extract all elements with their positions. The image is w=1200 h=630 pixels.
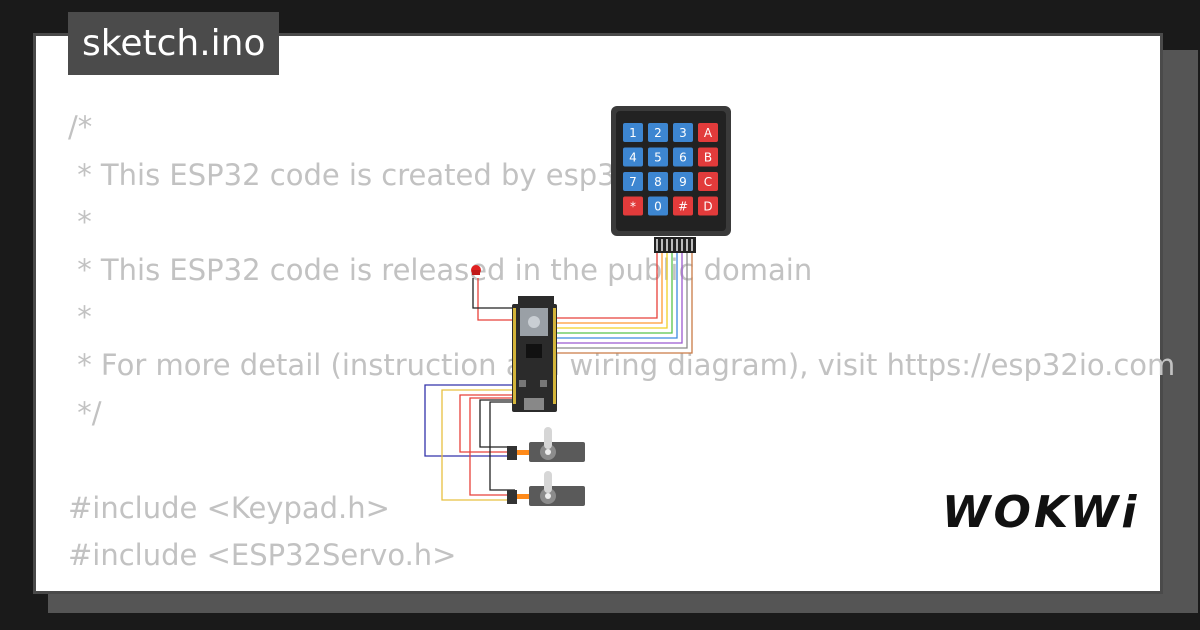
code-line: * For more detail (instruction and wirin… [68, 347, 1176, 382]
keypad-key-label: A [704, 126, 713, 140]
wokwi-logo: WOKWi [942, 487, 1140, 538]
keypad-key-label: 9 [679, 175, 687, 189]
servo-2 [507, 471, 585, 506]
keypad-key [673, 172, 693, 191]
file-tab: sketch.ino [68, 12, 280, 75]
keypad-wires [552, 245, 693, 354]
keypad-key [698, 172, 718, 191]
keypad-key [698, 123, 718, 142]
keypad-key [648, 147, 668, 167]
keypad-key [673, 147, 693, 167]
keypad-key-label: 8 [654, 175, 662, 189]
keypad-key-label: 0 [654, 200, 662, 214]
code-line: * This ESP32 code is released in the pub… [68, 252, 813, 287]
keypad-key-label: C [704, 175, 712, 189]
keypad-key [698, 196, 718, 216]
keypad: 1 2 3 A 4 5 6 B 7 8 9 C * 0 # D [611, 106, 731, 253]
keypad-key-label: # [678, 200, 688, 214]
code-line: */ [68, 395, 102, 430]
keypad-key [648, 196, 668, 216]
keypad-key-label: * [630, 200, 636, 214]
keypad-key [698, 147, 718, 167]
code-line: * [68, 300, 92, 335]
code-line: * [68, 205, 92, 240]
keypad-key-label: 2 [654, 126, 662, 140]
keypad-key [623, 123, 643, 142]
keypad-key [623, 172, 643, 191]
keypad-key [673, 123, 693, 142]
servo-1 [507, 427, 585, 462]
keypad-key-label: 3 [679, 126, 687, 140]
keypad-key-label: 6 [679, 151, 687, 165]
keypad-key-label: 4 [629, 151, 637, 165]
keypad-key [673, 196, 693, 216]
keypad-key-label: 7 [629, 175, 637, 189]
code-line: /* [68, 110, 93, 144]
keypad-key-label: 1 [629, 126, 637, 140]
keypad-key [623, 147, 643, 167]
keypad-key-label: B [704, 151, 712, 165]
keypad-key [648, 123, 668, 142]
keypad-key [623, 196, 643, 216]
led [471, 265, 481, 275]
esp32-board [512, 296, 557, 412]
code-line: #include <ESP32Servo.h> [68, 538, 457, 573]
keypad-key [648, 172, 668, 191]
code-line: #include <Keypad.h> [68, 490, 390, 525]
keypad-key-label: 5 [654, 151, 662, 165]
keypad-key-label: D [703, 200, 712, 214]
preview-card: /* * This ESP32 code is created by esp32… [33, 33, 1176, 594]
code-preview: /* * This ESP32 code is created by esp32… [68, 104, 1176, 580]
